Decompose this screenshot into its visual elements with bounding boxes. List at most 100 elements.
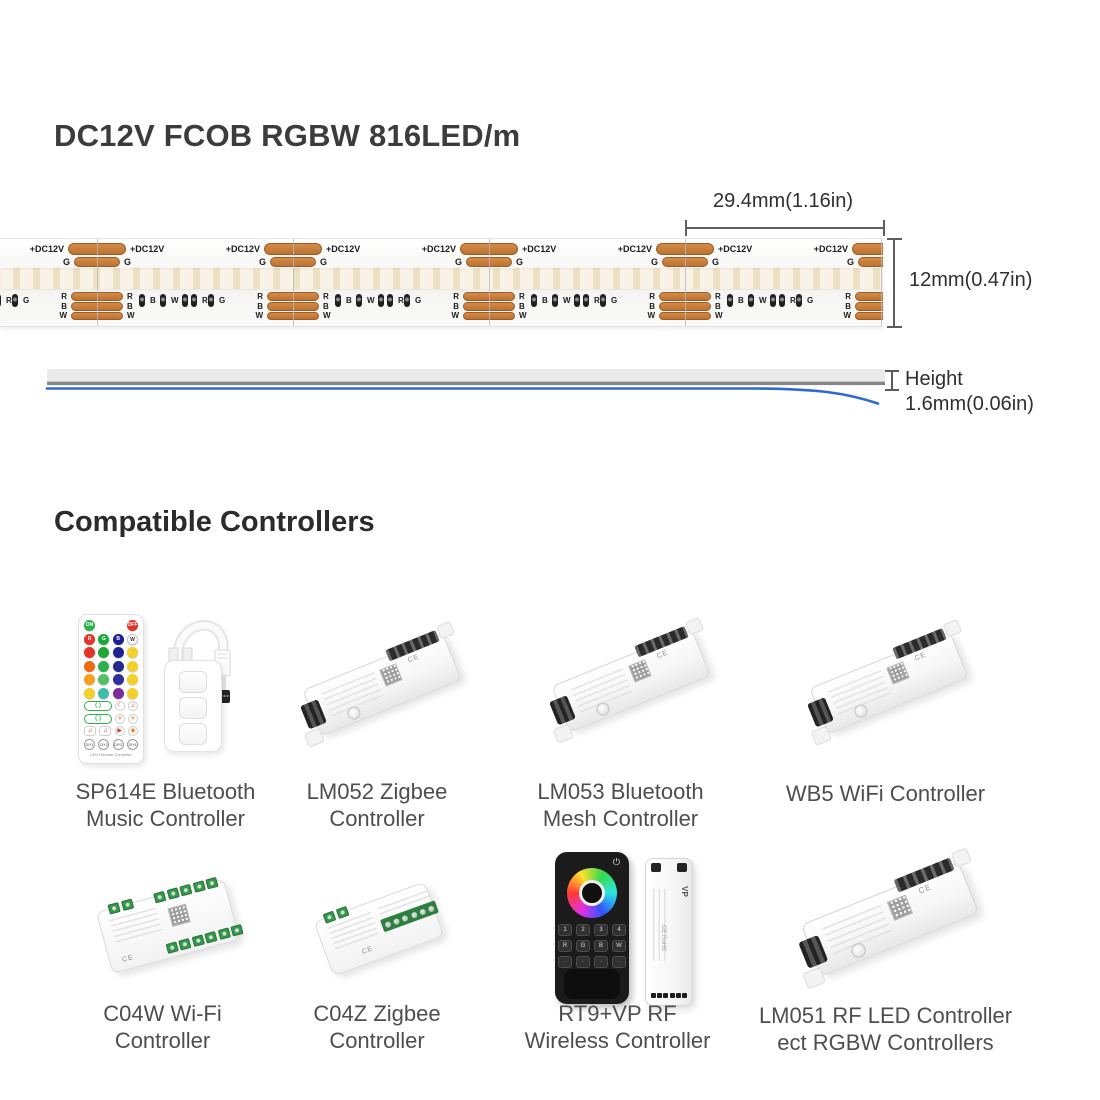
remote-on-button[interactable]: ON xyxy=(84,620,95,631)
profile-tape-top xyxy=(47,369,885,381)
remote-color-button[interactable] xyxy=(126,660,138,672)
speaker-icon[interactable]: ◉ xyxy=(127,726,138,736)
remote-color-button[interactable] xyxy=(84,660,95,672)
product-label-wb5: WB5 WiFi Controller xyxy=(785,781,986,806)
music-note-button[interactable]: ♫ xyxy=(99,726,112,736)
rt9-function-button[interactable]: · xyxy=(612,956,626,968)
rt9-channel-button[interactable]: R xyxy=(558,940,572,952)
remote-diy-button[interactable]: DIY3 xyxy=(112,738,124,750)
remote-color-button[interactable] xyxy=(112,660,124,672)
pad-label: W xyxy=(519,311,527,320)
lm053-controller-body: CE xyxy=(548,616,711,744)
rt9-function-button[interactable]: · xyxy=(576,956,590,968)
rt9-channel-button[interactable]: W xyxy=(612,940,626,952)
component-label: R xyxy=(398,296,404,305)
remote-color-button[interactable] xyxy=(98,687,110,699)
component-chip xyxy=(796,294,802,307)
remote-color-button[interactable]: W xyxy=(126,633,138,645)
remote-color-button[interactable]: G xyxy=(98,633,110,645)
wb5-controller-body: CE xyxy=(806,618,969,746)
power-icon[interactable]: ⏻ xyxy=(612,857,620,867)
speed-pill-icon[interactable]: ⟨ ⟩ xyxy=(84,701,112,711)
remote-color-button[interactable] xyxy=(98,660,110,672)
rt9-zone-button[interactable]: 3 xyxy=(594,924,608,936)
pad-label: W xyxy=(255,311,263,320)
speed-pill-icon[interactable]: ⟨ ⟩ xyxy=(84,713,112,724)
rt9-channel-button[interactable]: B xyxy=(594,940,608,952)
product-label-lm051: LM051 RF LED Controller ect RGBW Control… xyxy=(758,1003,1013,1055)
spec-text-lines xyxy=(653,889,669,961)
controller-button[interactable] xyxy=(179,723,207,745)
pad-label: G xyxy=(62,257,70,267)
sun-bright-icon[interactable]: ☀ xyxy=(128,713,138,724)
rt9-function-button[interactable]: · xyxy=(558,956,572,968)
remote-color-button[interactable] xyxy=(98,674,110,685)
rt9-zone-button[interactable]: 2 xyxy=(576,924,590,936)
rt9-zone-button[interactable]: 1 xyxy=(558,924,572,936)
rt9-zone-button[interactable]: 4 xyxy=(612,924,626,936)
pad-label: +DC12V xyxy=(617,244,652,254)
qr-code xyxy=(167,903,191,927)
rt9-channel-button[interactable]: G xyxy=(576,940,590,952)
component-chip xyxy=(182,294,188,307)
copper-pad xyxy=(858,257,883,267)
remote-color-button[interactable] xyxy=(98,647,110,658)
pad-label: +DC12V xyxy=(225,244,260,254)
music-note-button[interactable]: ♫ xyxy=(84,726,96,736)
remote-color-button[interactable]: B xyxy=(112,633,124,645)
product-label-c04z: C04Z Zigbee Controller xyxy=(313,1001,441,1053)
remote-color-button[interactable] xyxy=(126,647,138,658)
remote-diy-button[interactable]: DIY2 xyxy=(98,738,110,750)
product-image-lm051: CE xyxy=(788,846,1003,998)
remote-color-button[interactable] xyxy=(112,674,124,685)
pitch-dimension-label: 29.4mm(1.16in) xyxy=(712,190,854,212)
pad-label: R xyxy=(257,292,263,301)
remote-color-button[interactable] xyxy=(112,647,124,658)
controller-button[interactable] xyxy=(179,697,207,719)
remote-color-button[interactable] xyxy=(84,647,95,658)
pad-label: +DC12V xyxy=(813,244,848,254)
remote-off-button[interactable]: OFF xyxy=(127,620,138,631)
pad-label: R xyxy=(323,292,329,301)
remote-color-button[interactable] xyxy=(84,687,95,699)
sun-dim-icon[interactable]: ☀ xyxy=(115,713,125,724)
copper-pad xyxy=(855,302,883,311)
pad-label: W xyxy=(843,311,851,320)
ce-mark: CE xyxy=(360,945,375,957)
moon-icon[interactable]: ☾ xyxy=(115,701,125,711)
remote-color-button[interactable] xyxy=(126,674,138,685)
remote-color-button[interactable]: R xyxy=(84,633,95,645)
controller-button[interactable] xyxy=(179,671,207,693)
rt9-function-button[interactable]: · xyxy=(594,956,608,968)
component-chip xyxy=(583,294,589,307)
pad-label: R xyxy=(715,292,721,301)
play-icon[interactable]: ▶ xyxy=(114,726,125,736)
pad-label: W xyxy=(647,311,655,320)
mounting-ear xyxy=(802,966,827,990)
output-terminal-row xyxy=(153,876,219,904)
width-dimension-label: 12mm(0.47in) xyxy=(909,269,1033,291)
product-image-c04z: CE xyxy=(292,858,472,1003)
music-mode-icon[interactable]: ♫ xyxy=(128,701,138,711)
mounting-ear xyxy=(436,620,456,640)
remote-color-button[interactable] xyxy=(112,687,124,699)
profile-blue-curve xyxy=(45,387,880,405)
remote-speed-row-1: ⟨ ⟩ ☾ ♫ xyxy=(84,701,138,711)
color-wheel[interactable] xyxy=(567,868,617,918)
remote-grip xyxy=(564,969,620,999)
pad-label: R xyxy=(127,292,133,301)
pad-label: +DC12V xyxy=(326,244,361,254)
remote-color-button[interactable] xyxy=(84,674,95,685)
pad-label: W xyxy=(715,311,723,320)
component-label: B xyxy=(150,296,156,305)
remote-diy-button[interactable]: DIY4 xyxy=(126,738,138,750)
pad-label: R xyxy=(61,292,67,301)
remote-diy-button[interactable]: DIY1 xyxy=(84,738,95,750)
remote-color-button[interactable] xyxy=(126,687,138,699)
